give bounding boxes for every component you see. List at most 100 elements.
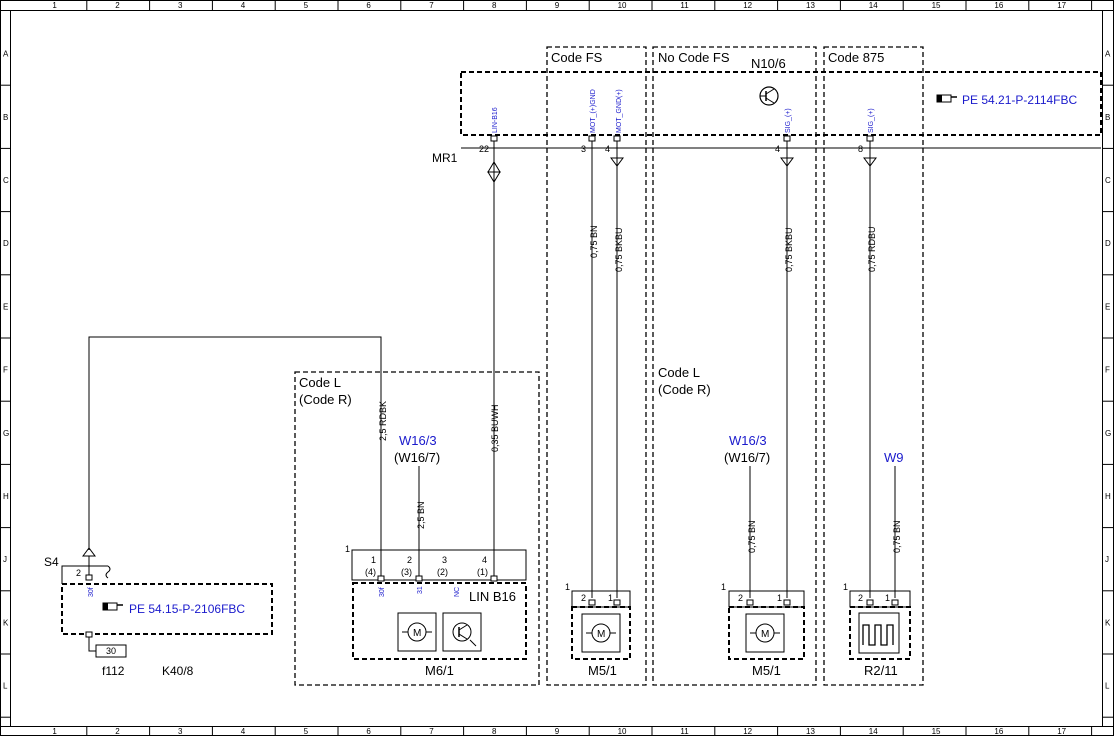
- transistor-icon: [452, 622, 477, 647]
- column-number: 6: [366, 727, 371, 736]
- w16-7-right: (W16/7): [724, 450, 770, 465]
- fuse-f112: 30 f112: [85, 631, 127, 678]
- section-code-fs: [546, 46, 647, 686]
- row-letter: H: [3, 492, 9, 501]
- r211-rdbu-color: 0,75 RDBU: [867, 226, 877, 272]
- pin-4-nofs: 4 SIG_(+): [775, 108, 792, 154]
- section-code-875: [823, 46, 924, 686]
- svg-text:M: M: [761, 629, 769, 640]
- svg-text:M5/1: M5/1: [752, 663, 781, 678]
- nofs-bn-color: 0,75 BN: [747, 520, 757, 553]
- column-number: 6: [366, 1, 371, 10]
- column-number: 4: [241, 727, 246, 736]
- svg-text:1: 1: [371, 555, 376, 565]
- column-number: 8: [492, 727, 497, 736]
- svg-text:1: 1: [565, 582, 570, 592]
- svg-text:1: 1: [721, 582, 726, 592]
- svg-text:1: 1: [885, 593, 890, 603]
- column-number: 14: [869, 1, 878, 10]
- heater-element-icon: [858, 612, 900, 654]
- column-number: 12: [743, 1, 752, 10]
- svg-text:4: 4: [775, 144, 780, 154]
- row-letter: J: [3, 555, 7, 564]
- fs-bn-color: 0,75 BN: [589, 225, 599, 258]
- svg-text:1: 1: [777, 593, 782, 603]
- column-number: 9: [555, 1, 560, 10]
- svg-text:(1): (1): [477, 567, 488, 577]
- n10-6-unit-box: [460, 71, 1102, 136]
- svg-text:MOT_GND(+): MOT_GND(+): [616, 89, 623, 133]
- motor-icon: M: [750, 623, 780, 643]
- lin-wire: [487, 141, 501, 580]
- row-letter: B: [1105, 113, 1110, 122]
- svg-text:M5/1: M5/1: [588, 663, 617, 678]
- row-letter: H: [1105, 492, 1111, 501]
- w16-3-left: W16/3: [399, 433, 437, 448]
- section-no-code-fs: [652, 46, 817, 686]
- column-number: 11: [680, 727, 689, 736]
- motor-icon: M: [402, 622, 432, 642]
- row-letter: K: [3, 618, 9, 627]
- m6-bn-color: 2,5 BN: [416, 501, 426, 529]
- column-number: 15: [932, 1, 941, 10]
- transistor-icon: [759, 86, 779, 106]
- svg-text:(2): (2): [437, 567, 448, 577]
- pin-3: 3 MOT_(+)GND: [581, 89, 597, 154]
- svg-text:2: 2: [858, 593, 863, 603]
- code-l-label-right: Code L: [658, 365, 700, 380]
- svg-text:31: 31: [417, 586, 424, 594]
- k40-8-reference-link[interactable]: PE 54.15-P-2106FBC: [129, 602, 245, 616]
- row-letter: C: [3, 176, 9, 185]
- code-l-label-left: Code L: [299, 375, 341, 390]
- k40-8-label: K40/8: [162, 664, 194, 678]
- svg-text:(4): (4): [365, 567, 376, 577]
- main-power-wire: [88, 336, 382, 578]
- column-number: 10: [618, 727, 627, 736]
- n10-6-reference-link[interactable]: PE 54.21-P-2114FBC: [962, 93, 1078, 107]
- section-code-l-left: [294, 371, 540, 686]
- s4-relay: S4 2 30f: [44, 547, 111, 597]
- column-number: 3: [178, 727, 183, 736]
- code-r-label-left: (Code R): [299, 392, 352, 407]
- row-letter: G: [1105, 429, 1111, 438]
- svg-text:2: 2: [407, 555, 412, 565]
- column-number: 17: [1057, 1, 1066, 10]
- m6-1-lin-label: LIN B16: [469, 589, 516, 604]
- column-number: 2: [115, 1, 120, 10]
- column-number: 11: [680, 1, 689, 10]
- svg-text:4: 4: [605, 144, 610, 154]
- reference-hand-icon: [102, 602, 123, 611]
- column-number: 3: [178, 1, 183, 10]
- w16-7-left: (W16/7): [394, 450, 440, 465]
- k40-8-box: [61, 583, 273, 635]
- pin-4-fs: 4 MOT_GND(+): [605, 89, 623, 154]
- m6-1-label: M6/1: [425, 663, 454, 678]
- column-number: 10: [618, 1, 627, 10]
- row-letter: G: [3, 429, 9, 438]
- column-number: 16: [994, 727, 1003, 736]
- reference-hand-icon: [936, 94, 957, 103]
- svg-text:8: 8: [858, 144, 863, 154]
- svg-text:SIG_(+): SIG_(+): [868, 108, 875, 133]
- svg-text:NC: NC: [454, 587, 461, 597]
- fs-bkbu-color: 0,75 BKBU: [614, 227, 624, 272]
- row-letter: C: [1105, 176, 1111, 185]
- column-number: 15: [932, 727, 941, 736]
- m6-1-component: 1 1 2 3 4 (4) (3) (2) (1) 30f 31 NC LIN …: [345, 544, 527, 678]
- mr1-label: MR1: [432, 151, 458, 165]
- column-number: 5: [304, 1, 309, 10]
- pin-8: 8 SIG_(+): [858, 108, 875, 154]
- row-letter: F: [3, 366, 8, 375]
- row-letter: D: [1105, 239, 1111, 248]
- svg-text:1: 1: [843, 582, 848, 592]
- svg-text:R2/11: R2/11: [864, 663, 898, 678]
- svg-text:2: 2: [738, 593, 743, 603]
- r211-bn-color: 0,75 BN: [892, 520, 902, 553]
- svg-text:SIG_(+): SIG_(+): [785, 108, 792, 133]
- column-number: 2: [115, 727, 120, 736]
